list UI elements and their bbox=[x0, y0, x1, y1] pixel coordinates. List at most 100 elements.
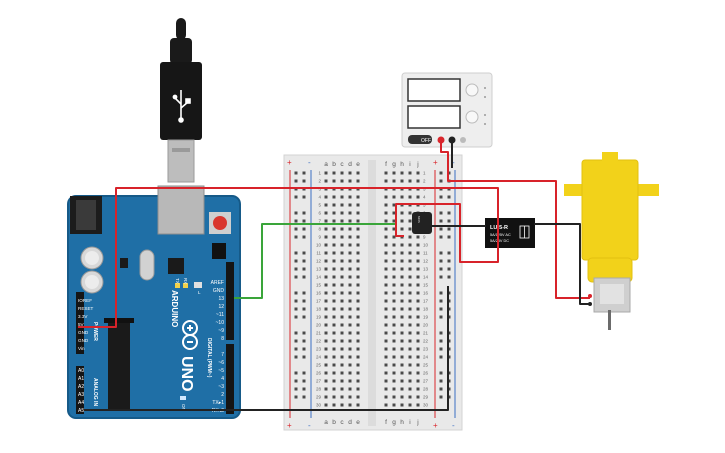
breadboard-hole[interactable] bbox=[408, 307, 412, 311]
breadboard-hole[interactable] bbox=[332, 395, 336, 399]
rail-hole[interactable] bbox=[294, 315, 298, 319]
breadboard-hole[interactable] bbox=[324, 251, 328, 255]
breadboard-hole[interactable] bbox=[416, 283, 420, 287]
breadboard-hole[interactable] bbox=[400, 371, 404, 375]
breadboard-hole[interactable] bbox=[392, 347, 396, 351]
wire-5v-red[interactable] bbox=[78, 187, 499, 328]
breadboard-hole[interactable] bbox=[348, 275, 352, 279]
breadboard-hole[interactable] bbox=[348, 267, 352, 271]
wire-transistor-red[interactable] bbox=[395, 204, 404, 237]
breadboard-hole[interactable] bbox=[408, 387, 412, 391]
breadboard-hole[interactable] bbox=[324, 227, 328, 231]
breadboard-hole[interactable] bbox=[356, 299, 360, 303]
breadboard-hole[interactable] bbox=[392, 171, 396, 175]
breadboard-hole[interactable] bbox=[356, 283, 360, 287]
breadboard-hole[interactable] bbox=[332, 339, 336, 343]
breadboard-hole[interactable] bbox=[384, 363, 388, 367]
breadboard-hole[interactable] bbox=[400, 403, 404, 407]
rail-hole[interactable] bbox=[439, 275, 443, 279]
breadboard-hole[interactable] bbox=[408, 291, 412, 295]
breadboard-hole[interactable] bbox=[348, 171, 352, 175]
breadboard-hole[interactable] bbox=[356, 387, 360, 391]
breadboard-hole[interactable] bbox=[340, 315, 344, 319]
breadboard-hole[interactable] bbox=[340, 203, 344, 207]
rail-hole[interactable] bbox=[294, 275, 298, 279]
breadboard-hole[interactable] bbox=[324, 195, 328, 199]
breadboard-hole[interactable] bbox=[324, 243, 328, 247]
breadboard-hole[interactable] bbox=[416, 339, 420, 343]
breadboard-hole[interactable] bbox=[400, 315, 404, 319]
rail-hole[interactable] bbox=[302, 395, 306, 399]
breadboard-hole[interactable] bbox=[392, 291, 396, 295]
breadboard-hole[interactable] bbox=[384, 339, 388, 343]
breadboard-hole[interactable] bbox=[416, 331, 420, 335]
rail-hole[interactable] bbox=[294, 299, 298, 303]
breadboard-hole[interactable] bbox=[408, 259, 412, 263]
rail-hole[interactable] bbox=[294, 179, 298, 183]
breadboard-hole[interactable] bbox=[324, 275, 328, 279]
breadboard-hole[interactable] bbox=[408, 211, 412, 215]
breadboard-hole[interactable] bbox=[324, 363, 328, 367]
breadboard-hole[interactable] bbox=[392, 307, 396, 311]
rail-hole[interactable] bbox=[294, 235, 298, 239]
breadboard-hole[interactable] bbox=[392, 371, 396, 375]
rail-hole[interactable] bbox=[439, 331, 443, 335]
breadboard-hole[interactable] bbox=[416, 171, 420, 175]
breadboard-hole[interactable] bbox=[348, 251, 352, 255]
breadboard-hole[interactable] bbox=[400, 243, 404, 247]
breadboard-hole[interactable] bbox=[340, 403, 344, 407]
breadboard-hole[interactable] bbox=[392, 387, 396, 391]
rail-hole[interactable] bbox=[294, 227, 298, 231]
breadboard-hole[interactable] bbox=[340, 251, 344, 255]
breadboard-hole[interactable] bbox=[384, 259, 388, 263]
breadboard-hole[interactable] bbox=[340, 235, 344, 239]
breadboard-hole[interactable] bbox=[348, 347, 352, 351]
breadboard-hole[interactable] bbox=[408, 379, 412, 383]
rail-hole[interactable] bbox=[302, 219, 306, 223]
breadboard-hole[interactable] bbox=[400, 331, 404, 335]
breadboard-hole[interactable] bbox=[416, 363, 420, 367]
rail-hole[interactable] bbox=[439, 259, 443, 263]
breadboard-hole[interactable] bbox=[400, 259, 404, 263]
rail-hole[interactable] bbox=[439, 307, 443, 311]
breadboard-hole[interactable] bbox=[340, 267, 344, 271]
breadboard-hole[interactable] bbox=[400, 275, 404, 279]
rail-hole[interactable] bbox=[447, 219, 451, 223]
breadboard-hole[interactable] bbox=[356, 243, 360, 247]
breadboard[interactable]: + - + - + - + - a b c d e f g h i j a b … bbox=[283, 154, 463, 431]
breadboard-hole[interactable] bbox=[332, 387, 336, 391]
breadboard-hole[interactable] bbox=[324, 291, 328, 295]
breadboard-hole[interactable] bbox=[348, 235, 352, 239]
breadboard-hole[interactable] bbox=[340, 331, 344, 335]
breadboard-hole[interactable] bbox=[392, 403, 396, 407]
breadboard-hole[interactable] bbox=[356, 203, 360, 207]
breadboard-hole[interactable] bbox=[384, 283, 388, 287]
breadboard-hole[interactable] bbox=[400, 387, 404, 391]
breadboard-hole[interactable] bbox=[324, 267, 328, 271]
breadboard-hole[interactable] bbox=[332, 371, 336, 375]
breadboard-hole[interactable] bbox=[384, 379, 388, 383]
breadboard-hole[interactable] bbox=[348, 363, 352, 367]
breadboard-hole[interactable] bbox=[400, 355, 404, 359]
rail-hole[interactable] bbox=[294, 259, 298, 263]
rail-hole[interactable] bbox=[302, 235, 306, 239]
breadboard-hole[interactable] bbox=[384, 331, 388, 335]
breadboard-hole[interactable] bbox=[356, 291, 360, 295]
breadboard-hole[interactable] bbox=[356, 363, 360, 367]
breadboard-hole[interactable] bbox=[324, 235, 328, 239]
breadboard-hole[interactable] bbox=[384, 291, 388, 295]
breadboard-hole[interactable] bbox=[384, 347, 388, 351]
breadboard-hole[interactable] bbox=[384, 203, 388, 207]
breadboard-hole[interactable] bbox=[400, 363, 404, 367]
rail-hole[interactable] bbox=[439, 339, 443, 343]
breadboard-hole[interactable] bbox=[416, 403, 420, 407]
breadboard-hole[interactable] bbox=[400, 227, 404, 231]
breadboard-hole[interactable] bbox=[324, 219, 328, 223]
rail-hole[interactable] bbox=[447, 251, 451, 255]
breadboard-hole[interactable] bbox=[324, 307, 328, 311]
breadboard-hole[interactable] bbox=[332, 243, 336, 247]
breadboard-hole[interactable] bbox=[356, 195, 360, 199]
rail-hole[interactable] bbox=[294, 219, 298, 223]
breadboard-hole[interactable] bbox=[332, 403, 336, 407]
breadboard-hole[interactable] bbox=[400, 179, 404, 183]
